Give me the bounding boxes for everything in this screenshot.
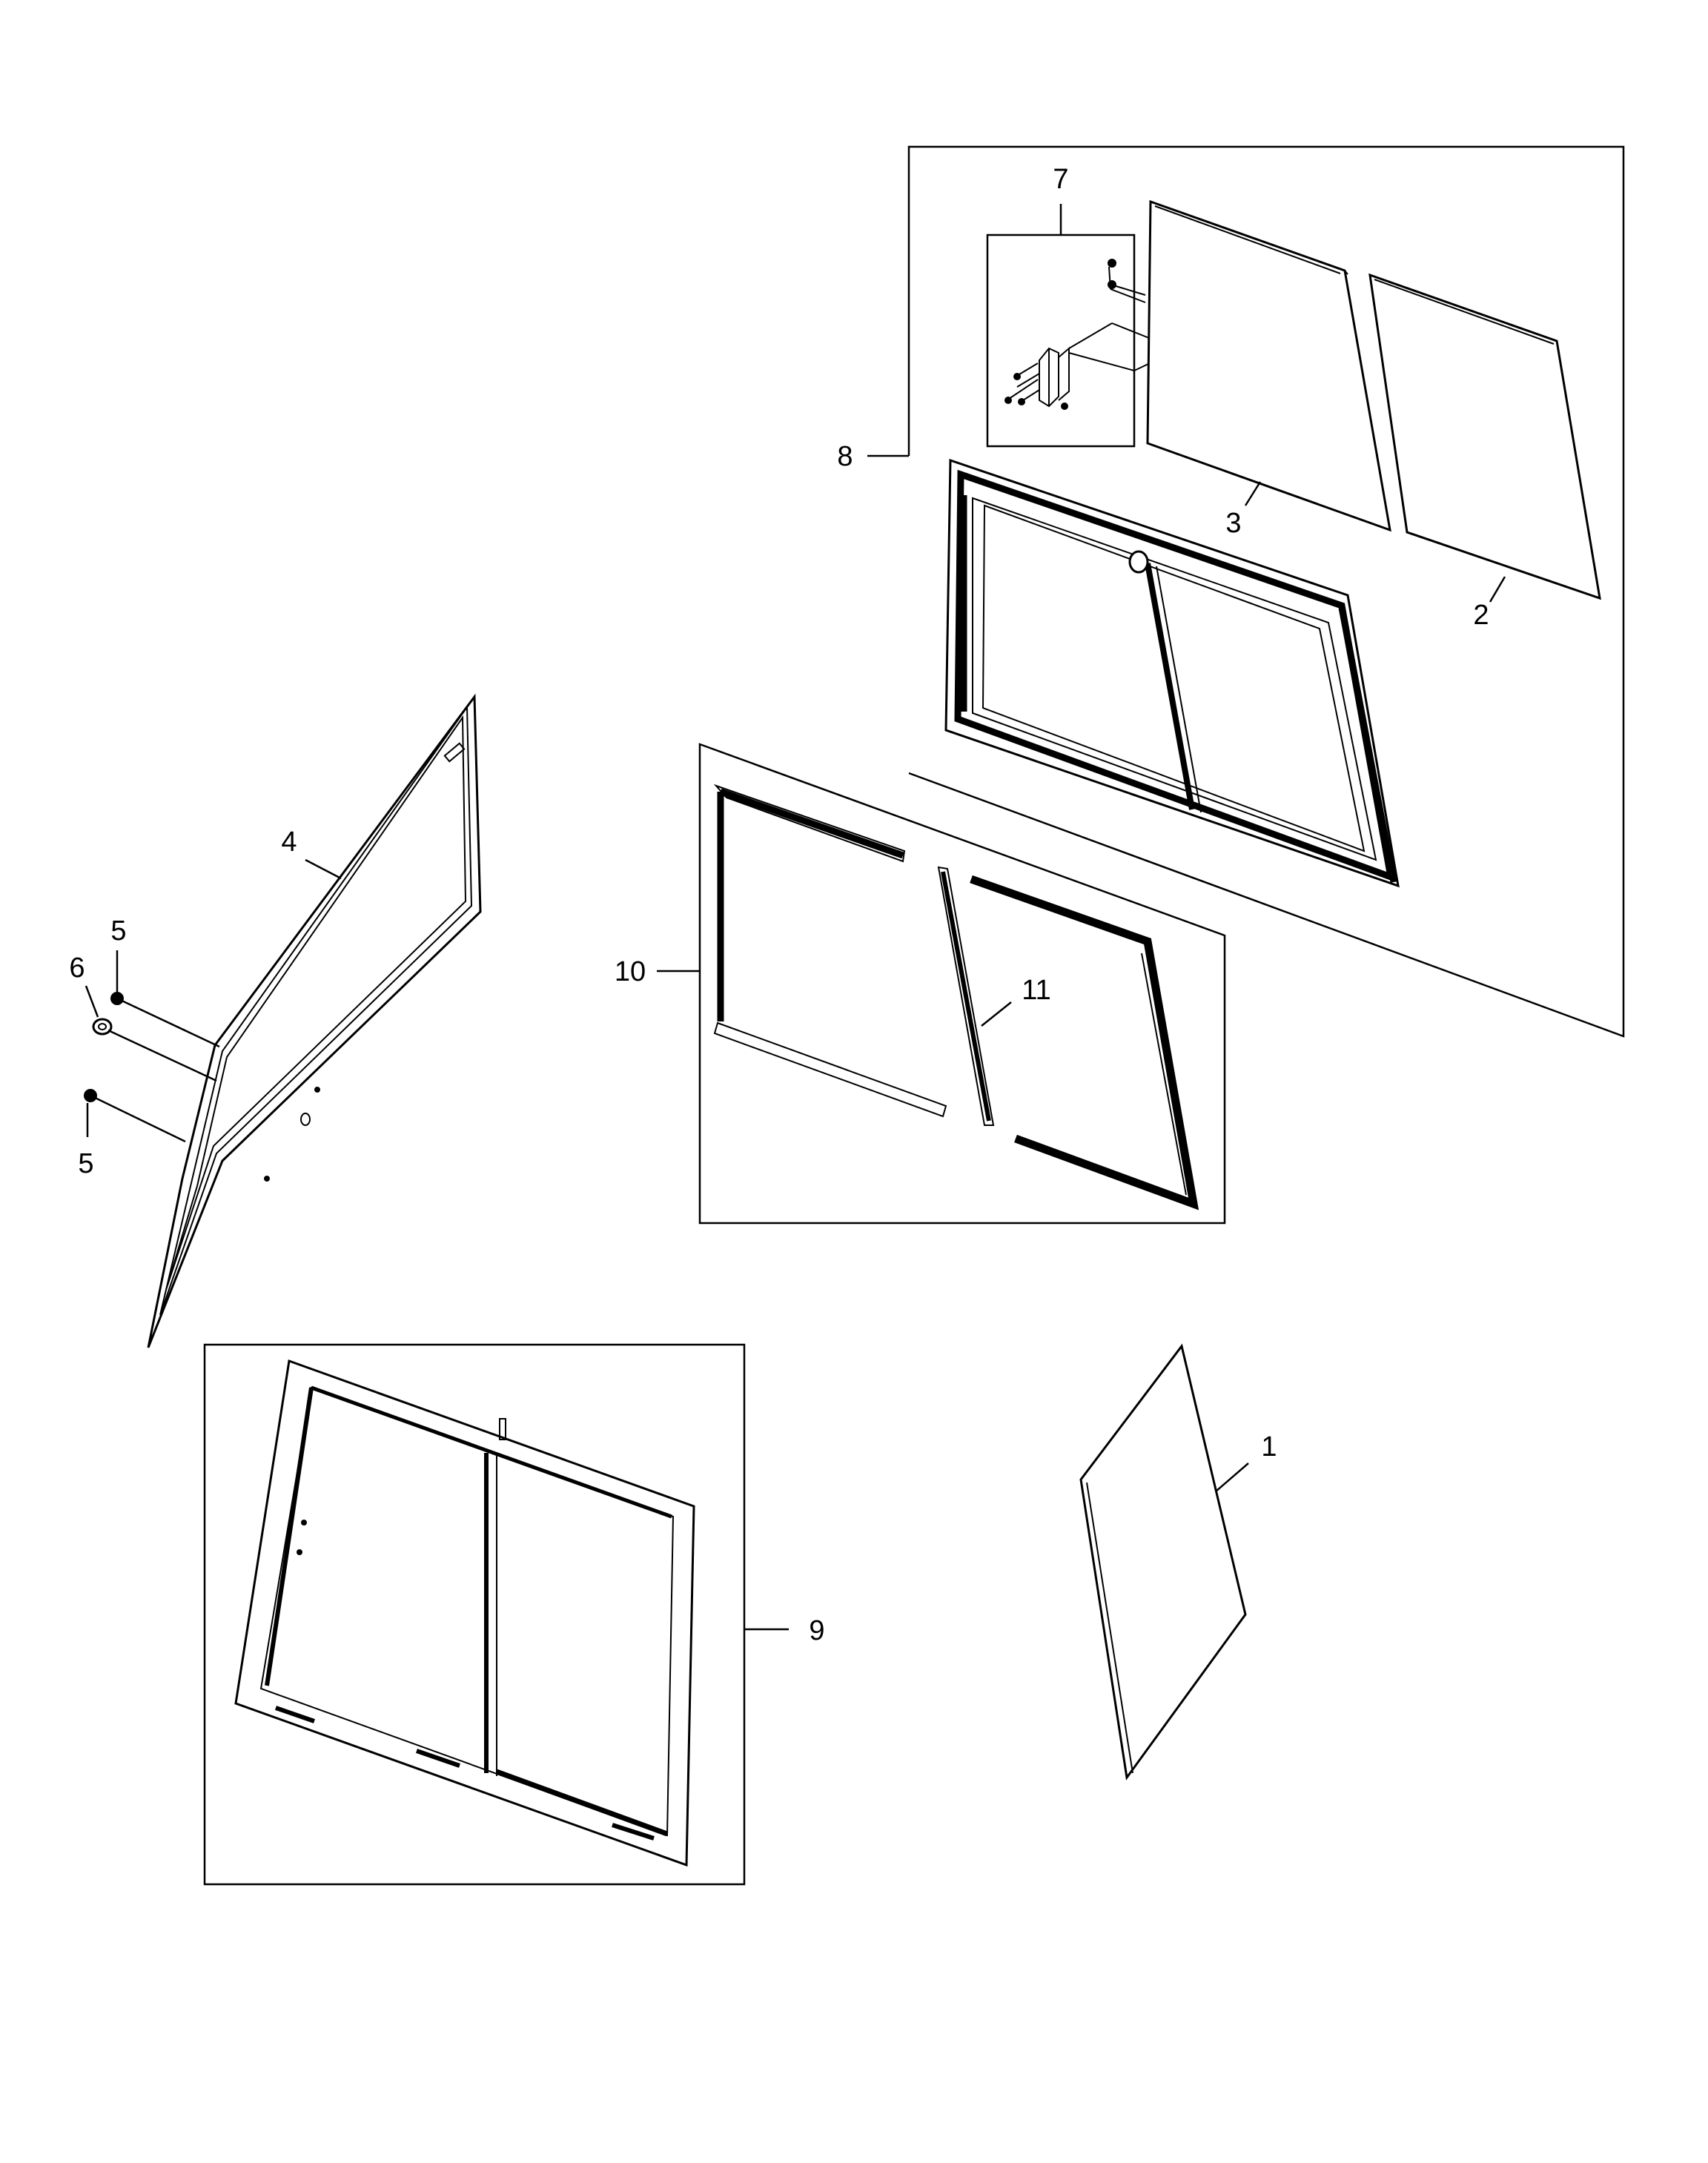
- group-8-box: [907, 145, 1625, 1038]
- callout-5-top: 5: [110, 915, 126, 947]
- callout-6: 6: [69, 953, 85, 984]
- glass-panel-1: [1079, 1343, 1247, 1781]
- callout-10: 10: [615, 956, 646, 987]
- seal-11: [937, 866, 995, 1126]
- callout-5-bottom: 5: [78, 1148, 93, 1179]
- fastener-5-bottom: [84, 1089, 186, 1143]
- callout-8: 8: [837, 441, 853, 472]
- glass-panel-3: [1146, 199, 1391, 532]
- callout-2: 2: [1473, 600, 1489, 631]
- group-9-box: [203, 1343, 746, 1886]
- callout-4: 4: [281, 827, 297, 858]
- leader-lines: [85, 454, 1506, 1631]
- callout-1: 1: [1261, 1431, 1277, 1463]
- glass-panel-2: [1368, 273, 1601, 600]
- group-10-box: [698, 743, 1226, 1225]
- callout-labels: 7 8 3 2 4 5 6 5 10 11 1 9: [69, 164, 1489, 1646]
- callout-9: 9: [809, 1615, 824, 1646]
- side-glass-4: [147, 693, 482, 1348]
- seal-upper-left: [713, 784, 947, 1118]
- fastener-5-top: [110, 992, 220, 1048]
- seal-right: [970, 875, 1199, 1210]
- window-frame-assembly: [944, 458, 1400, 888]
- callout-11: 11: [1022, 975, 1050, 1006]
- callout-7: 7: [1053, 164, 1068, 195]
- sliding-window-9: [234, 1359, 695, 1867]
- grommet-6: [92, 1018, 217, 1082]
- callout-3: 3: [1225, 508, 1241, 539]
- hardware-kit-7: [986, 204, 1165, 448]
